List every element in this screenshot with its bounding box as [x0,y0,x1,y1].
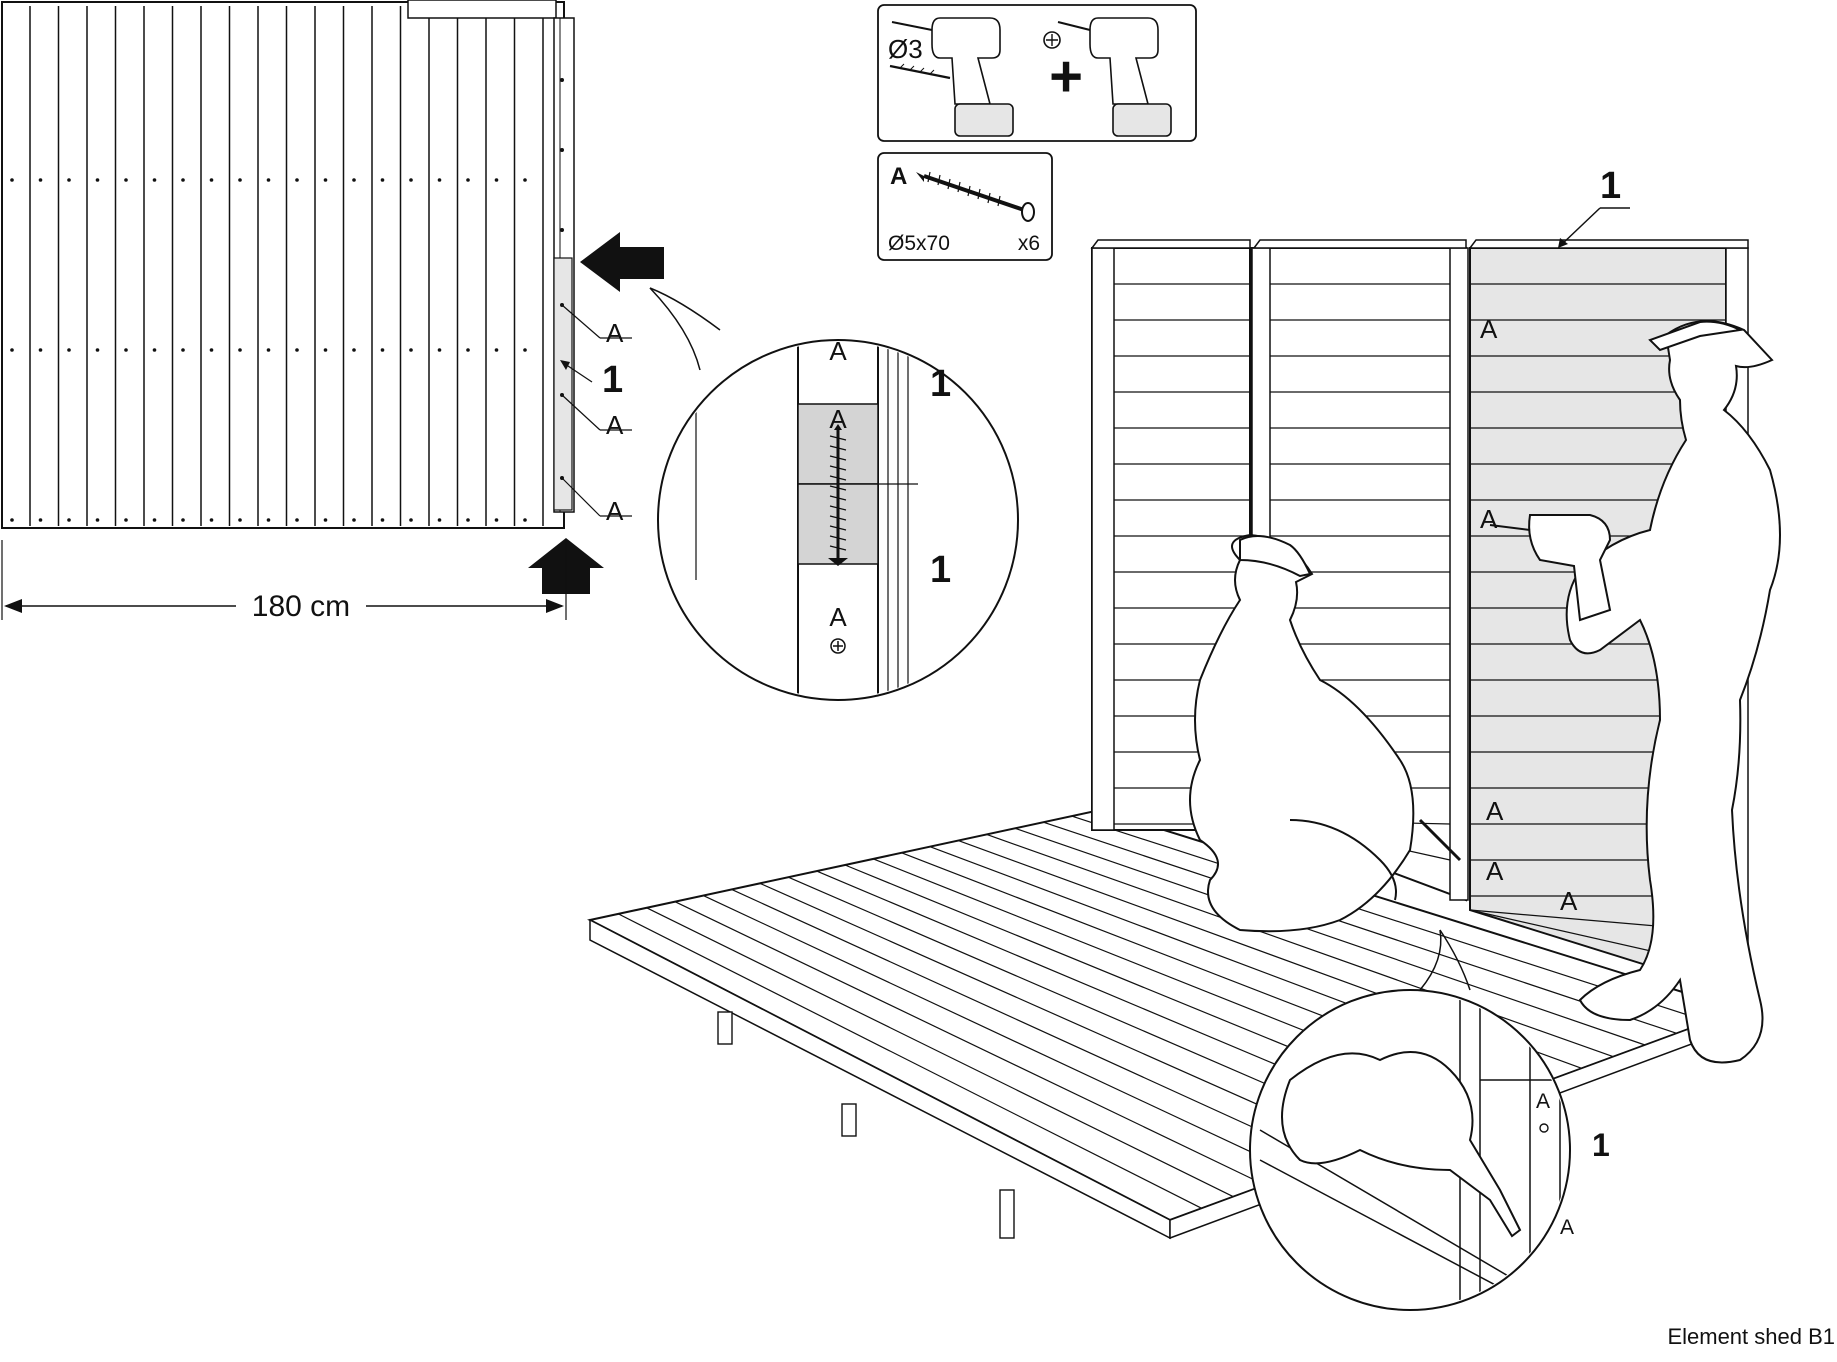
power-drill-icon [1489,514,1612,622]
drill-bit-size-label: Ø3 [888,34,923,64]
drill-in-hand-icon [1281,1051,1522,1238]
screw-head-icon [831,311,845,325]
nail-dots [10,178,527,522]
fastener-quantity-label: x6 [1018,232,1040,255]
kneeling-worker-figure [1189,533,1462,933]
screw-label-a: A [1560,1216,1574,1239]
fastener-box: A Ø5x70 x6 [877,152,1053,261]
screw-label-a: A [606,410,624,440]
width-dimension: 180 cm [1,540,567,623]
panel-number-label: 1 [1592,1127,1610,1163]
vertical-boards [29,6,544,526]
screw-label-a: A [829,602,847,632]
fastener-part-letter: A [890,163,907,190]
drill-with-bit-icon [889,17,1014,137]
plus-sign: + [1049,44,1083,109]
screwdriver-drill-icon [1043,17,1172,137]
fastener-size-label: Ø5x70 [888,232,950,255]
screw-label-a: A [1480,314,1498,344]
page-caption: Element shed B1 [1667,1324,1835,1349]
panel-number-label: 1 [930,363,951,405]
screw-label-a: A [829,404,847,434]
panel-number-label: 1 [602,359,623,401]
wall-panel-plan-view: A A A 1 180 cm [1,0,664,623]
screw-label-a: A [606,496,624,526]
assembly-scene: 1 A A A A A [587,165,1781,1240]
screw-label-a: A [1486,796,1504,826]
screw-label-a: A [829,336,847,366]
panel-number-label: 1 [1600,165,1621,207]
width-dimension-label: 180 cm [252,590,350,623]
left-pointing-arrow-icon [580,232,664,292]
screw-label-a: A [1536,1090,1550,1113]
screw-detail-magnifier: A A A 1 1 [649,287,1019,701]
tools-required-box: Ø3 + [877,4,1197,142]
screw-label-a: A [1480,504,1498,534]
long-screw-icon [916,171,1035,222]
screw-label-a: A [1560,886,1578,916]
screw-label-a: A [606,318,624,348]
screw-label-a: A [1486,856,1504,886]
panel-number-label: 1 [930,549,951,591]
